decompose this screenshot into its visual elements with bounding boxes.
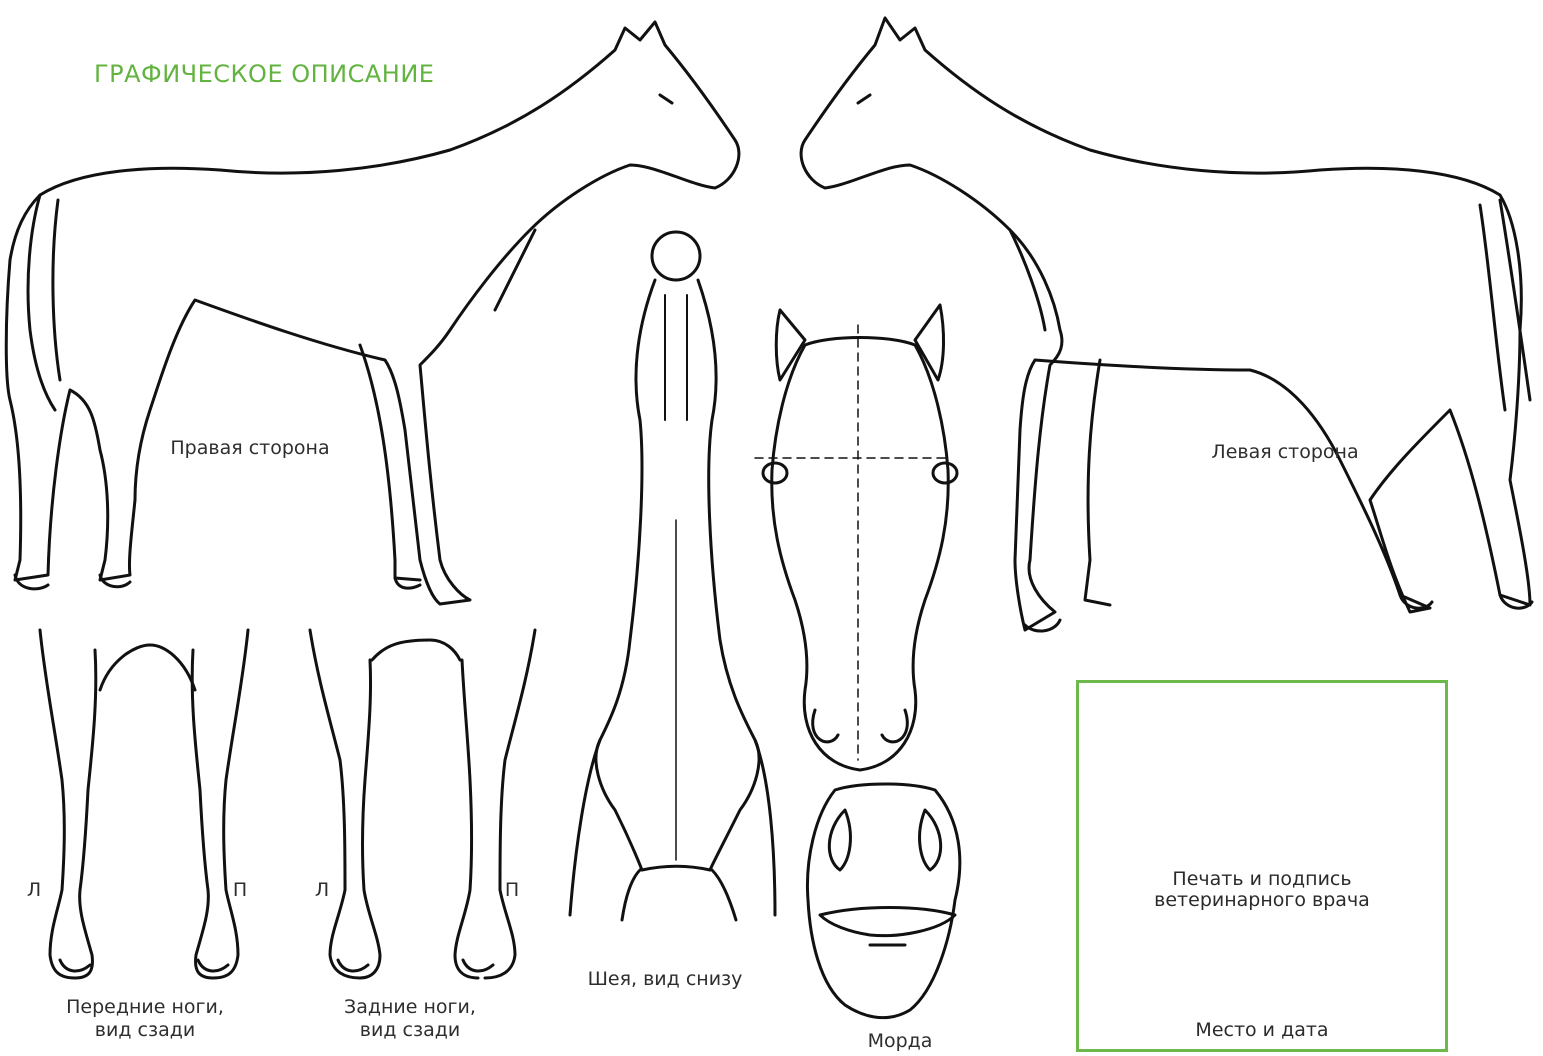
hind-left-mark: Л [310,879,334,902]
neck-underside-figure [570,232,775,920]
muzzle-figure [807,784,959,1018]
hind-legs-label-line1: Задние ноги, [305,996,515,1019]
hind-legs-label-line2: вид сзади [305,1019,515,1042]
front-legs-label-line2: вид сзади [40,1019,250,1042]
horse-right-side-figure [6,22,739,604]
front-right-mark: П [228,879,252,902]
front-legs-label-line1: Передние ноги, [40,996,250,1019]
hind-right-mark: П [500,879,524,902]
place-date-label: Место и дата [1079,1020,1445,1041]
muzzle-label: Морда [800,1030,1000,1053]
front-legs-figure [40,630,248,978]
left-side-label: Левая сторона [1185,441,1385,464]
stamp-signature-label: Печать и подпись ветеринарного врача [1079,869,1445,911]
hind-legs-figure [310,630,535,978]
signature-label-line2: ветеринарного врача [1079,890,1445,911]
signature-label-line1: Печать и подпись [1079,869,1445,890]
neck-below-label: Шея, вид снизу [565,968,765,991]
front-left-mark: Л [22,879,46,902]
right-side-label: Правая сторона [150,437,350,460]
front-legs-label: Передние ноги, вид сзади [40,996,250,1042]
stamp-signature-box: Печать и подпись ветеринарного врача Мес… [1076,680,1448,1052]
horse-left-side-figure [801,18,1532,631]
head-front-figure [755,305,957,770]
hind-legs-label: Задние ноги, вид сзади [305,996,515,1042]
